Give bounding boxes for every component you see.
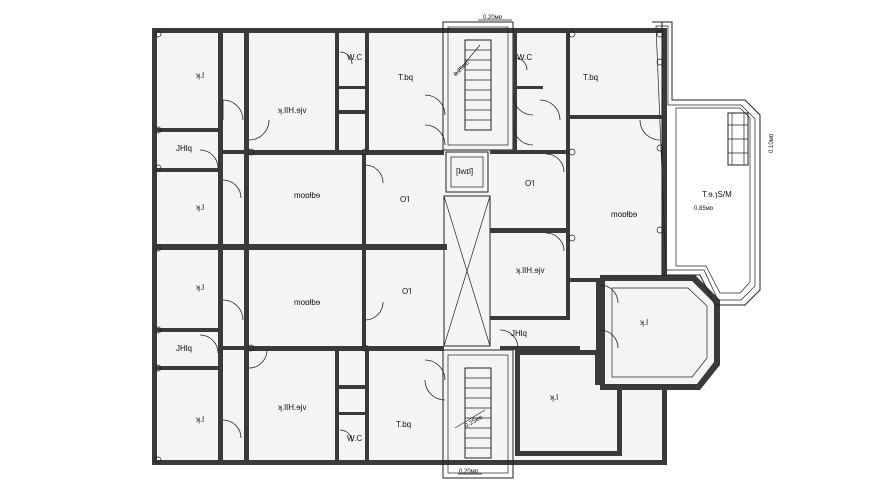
room-label: ʞ.l: [550, 393, 558, 402]
stair-bottom: [442, 349, 514, 479]
office-label: O'l: [525, 179, 535, 188]
bay-window-room: [600, 275, 720, 390]
stair-top: [442, 21, 514, 151]
bedroom-label: moɒƚbɘ: [611, 210, 638, 219]
dimension-label: 0.20мɒ: [459, 469, 479, 475]
column-markers: [154, 30, 664, 464]
extension-walls: [515, 350, 622, 456]
room-label: ʞ.l: [196, 415, 204, 424]
room-labels: ʞ.l ʞ.l ʞ.l ʞ.l ʞ.l ʞ.l ʞ.lIH.ɘjv ʞ.lIH.…: [176, 53, 732, 443]
bath-label: T.bq: [398, 73, 413, 82]
hall-label: JHlq: [511, 329, 527, 338]
bedroom-label: moɒƚbɘ: [294, 191, 321, 200]
door-swings: [199, 51, 661, 443]
hall-label: JHlq: [176, 144, 192, 153]
room-label: ʞ.l: [196, 203, 204, 212]
bedroom-label: moɒƚbɘ: [294, 298, 321, 307]
dimension-label: 0.20мɒ: [483, 15, 503, 21]
room-label: ʞ.l: [640, 318, 648, 327]
living-label: ʞ.lIH.ɘjv: [278, 403, 306, 412]
lift-label: [ʇwɪl]: [456, 167, 473, 176]
office-label: O'l: [402, 287, 412, 296]
bath-label: T.bq: [583, 73, 598, 82]
room-label: ʞ.l: [196, 283, 204, 292]
office-label: O'l: [400, 195, 410, 204]
terrace-dim: 0.85мɒ: [694, 206, 714, 212]
terrace-label: T.ɘ.ɿS/M: [702, 190, 732, 199]
lift-shaft: [443, 151, 491, 347]
wc-label: W.C: [347, 434, 362, 443]
wc-label: W.C: [517, 53, 532, 62]
hall-label: JHlq: [176, 344, 192, 353]
wc-label: W.C: [347, 53, 362, 62]
room-label: ʞ.l: [196, 71, 204, 80]
dimension-label: 0.10мɒ: [769, 133, 775, 153]
living-label: ʞ.lIH.ɘjv: [516, 266, 544, 275]
bath-label: T.bq: [396, 420, 411, 429]
interior-walls: [157, 33, 662, 460]
living-label: ʞ.lIH.ɘjv: [278, 106, 306, 115]
terrace: [652, 21, 761, 306]
